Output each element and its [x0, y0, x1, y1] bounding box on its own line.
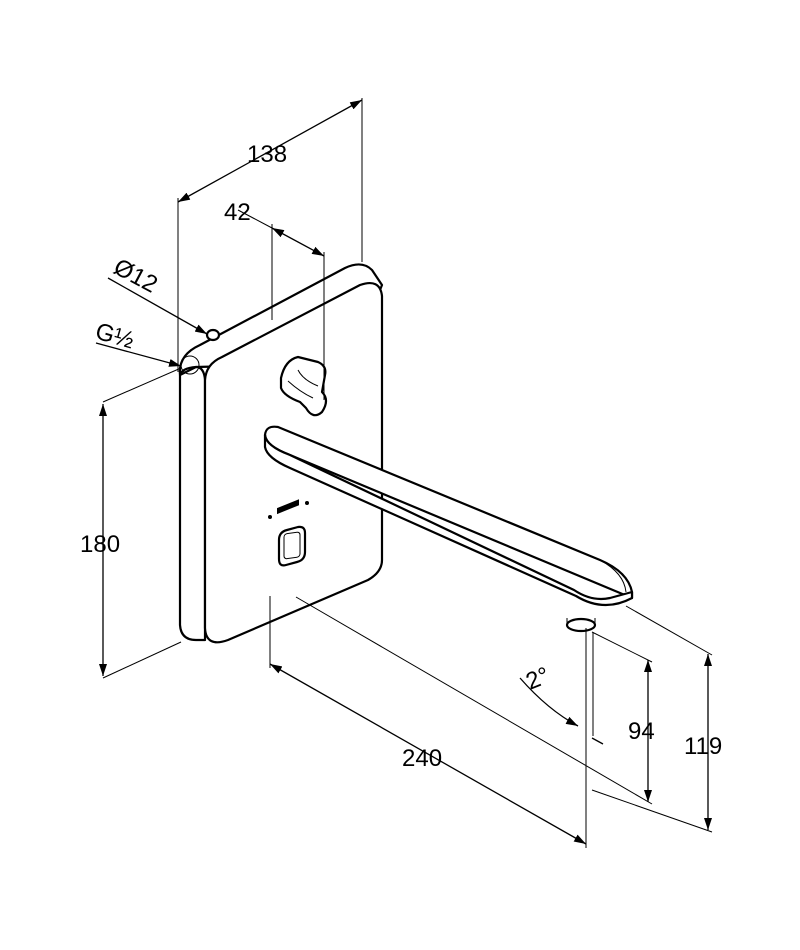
spout — [263, 425, 634, 633]
dimension-labels: 138 42 Ø12 G½ 180 240 2° 94 119 — [80, 141, 722, 772]
label-180: 180 — [80, 531, 120, 558]
label-240: 240 — [402, 745, 442, 772]
sensor-window — [277, 525, 307, 567]
label-42: 42 — [224, 199, 251, 226]
brand-logo — [268, 499, 309, 519]
wall-plate-edge — [178, 365, 207, 642]
inlet-pipe — [205, 328, 221, 342]
sensor-window-inner — [283, 531, 301, 560]
spout-front — [263, 433, 634, 607]
aerator — [565, 617, 597, 633]
sensor — [268, 499, 309, 567]
label-138: 138 — [247, 141, 287, 168]
label-diameter-12: Ø12 — [109, 253, 162, 298]
wall-plate-side — [178, 263, 384, 377]
label-2-degrees: 2° — [522, 662, 553, 696]
dimension-lines — [95, 98, 713, 848]
temperature-handle — [279, 355, 328, 417]
thread-circle — [180, 355, 200, 375]
label-119: 119 — [684, 733, 722, 760]
label-thread: G½ — [92, 318, 137, 355]
label-94: 94 — [628, 718, 655, 745]
